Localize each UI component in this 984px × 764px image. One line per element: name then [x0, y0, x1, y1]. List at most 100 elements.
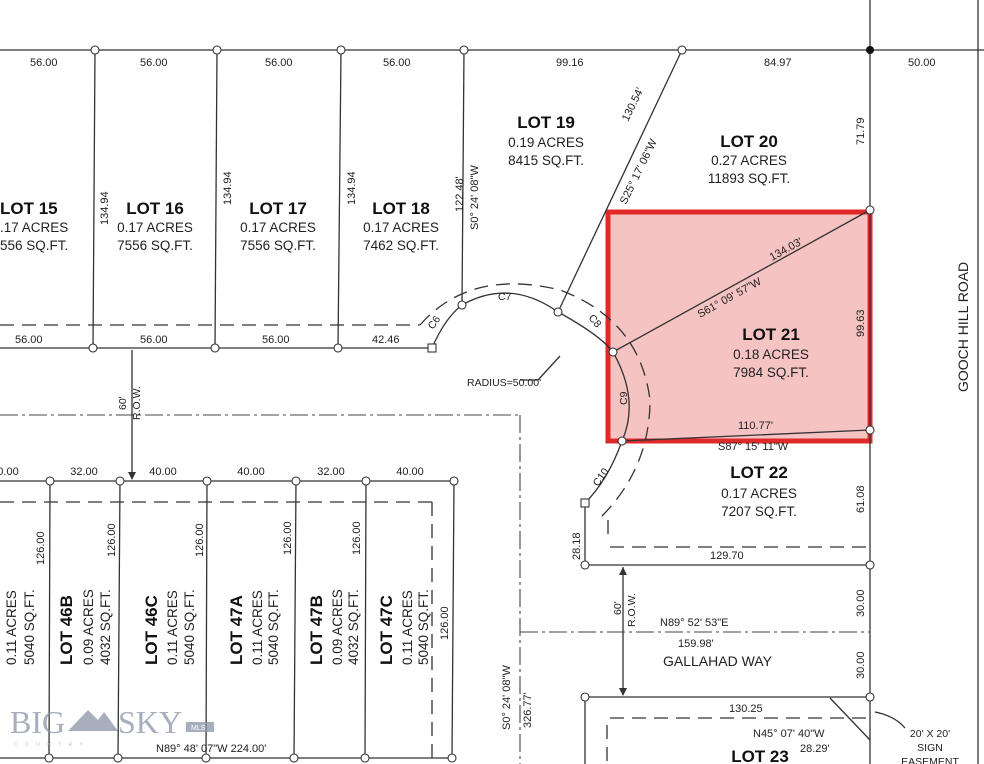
lot-21-south-bearing: S87° 15' 11"W — [718, 441, 789, 453]
bearing: N45° 07' 40"W — [753, 728, 825, 740]
lot-47c-sqft: 5040 SQ.FT. — [416, 589, 431, 665]
dim: 50.00 — [908, 57, 936, 69]
dim: 126.00 — [351, 521, 363, 555]
lot-47c-acres: 0.11 ACRES — [400, 590, 415, 665]
dim: 56.00 — [265, 57, 293, 69]
dim: 71.79 — [855, 117, 867, 145]
lot-46c-acres: 0.11 ACRES — [165, 590, 180, 665]
dim: 126.00 — [194, 523, 206, 557]
curve-label: C10 — [591, 466, 612, 489]
lot-21-sqft: 7984 SQ.FT. — [733, 365, 809, 380]
dim: 99.16 — [556, 57, 584, 69]
lot-46c-name: LOT 46C — [142, 595, 161, 665]
lot-17-sqft: 7556 SQ.FT. — [240, 238, 316, 253]
gallahad-way: N89° 52' 53"E 159.98' GALLAHAD WAY S0° 2… — [501, 262, 971, 764]
lot-47a-name: LOT 47A — [227, 595, 246, 665]
dim: 28.18 — [571, 532, 583, 560]
dim: 130.54' — [620, 86, 646, 123]
row-label: 60' — [117, 396, 129, 410]
bearing: N89° 52' 53"E — [660, 617, 729, 629]
dim: 56.00 — [140, 334, 168, 346]
lot-22-name: LOT 22 — [730, 463, 788, 482]
dim: 30.00 — [855, 651, 867, 679]
dim: 126.00 — [282, 521, 294, 555]
dim: 40.00 — [237, 466, 265, 478]
lot-47b-sqft: 4032 SQ.FT. — [346, 589, 361, 665]
street-name: GALLAHAD WAY — [663, 653, 773, 669]
lot-21-name: LOT 21 — [742, 325, 800, 344]
lot-16-sqft: 7556 SQ.FT. — [117, 238, 193, 253]
lot-46b-name: LOT 46B — [57, 595, 76, 665]
dim: 130.25 — [729, 703, 763, 715]
bearing: N89° 48' 07"W 224.00' — [156, 743, 266, 755]
row-label: R.O.W. — [626, 593, 638, 627]
survey-monuments — [44, 45, 875, 763]
dim: 42.46 — [372, 334, 400, 346]
dim: 159.98' — [678, 638, 714, 650]
lot-16-name: LOT 16 — [126, 199, 184, 218]
dim: 32.00 — [317, 466, 345, 478]
row-label: R.O.W. — [131, 386, 143, 420]
bearing: S0° 24' 08"W — [501, 665, 513, 730]
dim: 0.00 — [0, 466, 19, 478]
dim: 61.08 — [855, 485, 867, 513]
dim: 84.97 — [764, 57, 792, 69]
curve-label: C9 — [618, 391, 630, 405]
lot-20-name: LOT 20 — [720, 132, 778, 151]
top-dimensions: 56.00 56.00 56.00 56.00 99.16 84.97 50.0… — [15, 57, 936, 346]
lot-21-highlight[interactable] — [605, 209, 873, 444]
lot-47a-sqft: 5040 SQ.FT. — [266, 589, 281, 665]
lot-46b-sqft: 4032 SQ.FT. — [98, 589, 113, 665]
lot-47a-acres: 0.11 ACRES — [250, 590, 265, 665]
curve-label: C8 — [586, 312, 604, 330]
lot-47b-acres: 0.09 ACRES — [330, 589, 345, 665]
lot-16-acres: 0.17 ACRES — [117, 220, 193, 235]
logo-subtext: C O U N T R Y — [14, 742, 86, 748]
bearing: S0° 24' 08"W — [469, 165, 481, 230]
dim: 126.00 — [35, 531, 47, 565]
lot-18-name: LOT 18 — [372, 199, 430, 218]
lot-17-acres: 0.17 ACRES — [240, 220, 316, 235]
dim: 126.00 — [106, 523, 118, 557]
logo-text: SKY — [118, 704, 182, 740]
lot-21-acres: 0.18 ACRES — [733, 347, 809, 362]
lot-19-acres: 0.19 ACRES — [508, 135, 584, 150]
easement-label: SIGN — [917, 742, 943, 754]
lot-20-sqft: 11893 SQ.FT. — [708, 171, 790, 186]
lot-46c-sqft: 5040 SQ.FT. — [182, 589, 197, 665]
dim: 56.00 — [15, 334, 43, 346]
dim: 30.00 — [855, 589, 867, 617]
dim: 32.00 — [70, 466, 98, 478]
street-name-gooch-hill-road: GOOCH HILL ROAD — [955, 262, 971, 392]
lot-46b-acres: 0.09 ACRES — [81, 589, 96, 665]
dim: 122.48' — [454, 176, 466, 212]
dim: 40.00 — [149, 466, 177, 478]
easement-label: EASEMENT — [901, 756, 959, 764]
dim: 56.00 — [262, 334, 290, 346]
lot-18-acres: 0.17 ACRES — [363, 220, 439, 235]
dim: 134.94 — [346, 171, 358, 205]
lot-20-acres: 0.27 ACRES — [711, 153, 787, 168]
easement-label: 20' X 20' — [910, 728, 950, 740]
lot-15-name: LOT 15 — [0, 199, 58, 218]
row-label: 60' — [612, 601, 624, 615]
lot-15-acres: .17 ACRES — [0, 220, 68, 235]
lot-15-sqft: 556 SQ.FT. — [0, 238, 68, 253]
lot-18-sqft: 7462 SQ.FT. — [363, 238, 439, 253]
dim: 326.77' — [522, 692, 534, 728]
dim: 56.00 — [140, 57, 168, 69]
lot-47c-name: LOT 47C — [377, 595, 396, 665]
dim: 129.70 — [710, 550, 744, 562]
lower-lots: 0.00 32.00 40.00 40.00 32.00 40.00 126.0… — [0, 466, 451, 755]
lot-19-name: LOT 19 — [517, 113, 575, 132]
dim: 40.00 — [396, 466, 424, 478]
dim: 28.29' — [800, 743, 830, 755]
logo-mls: MLS — [191, 725, 206, 732]
dim: 56.00 — [30, 57, 58, 69]
radius-label: RADIUS=50.00' — [467, 377, 541, 389]
lot-23-name: LOT 23 — [731, 747, 789, 764]
logo-text: BIG — [10, 704, 65, 740]
lot-21-south-length: 110.77' — [738, 420, 773, 432]
